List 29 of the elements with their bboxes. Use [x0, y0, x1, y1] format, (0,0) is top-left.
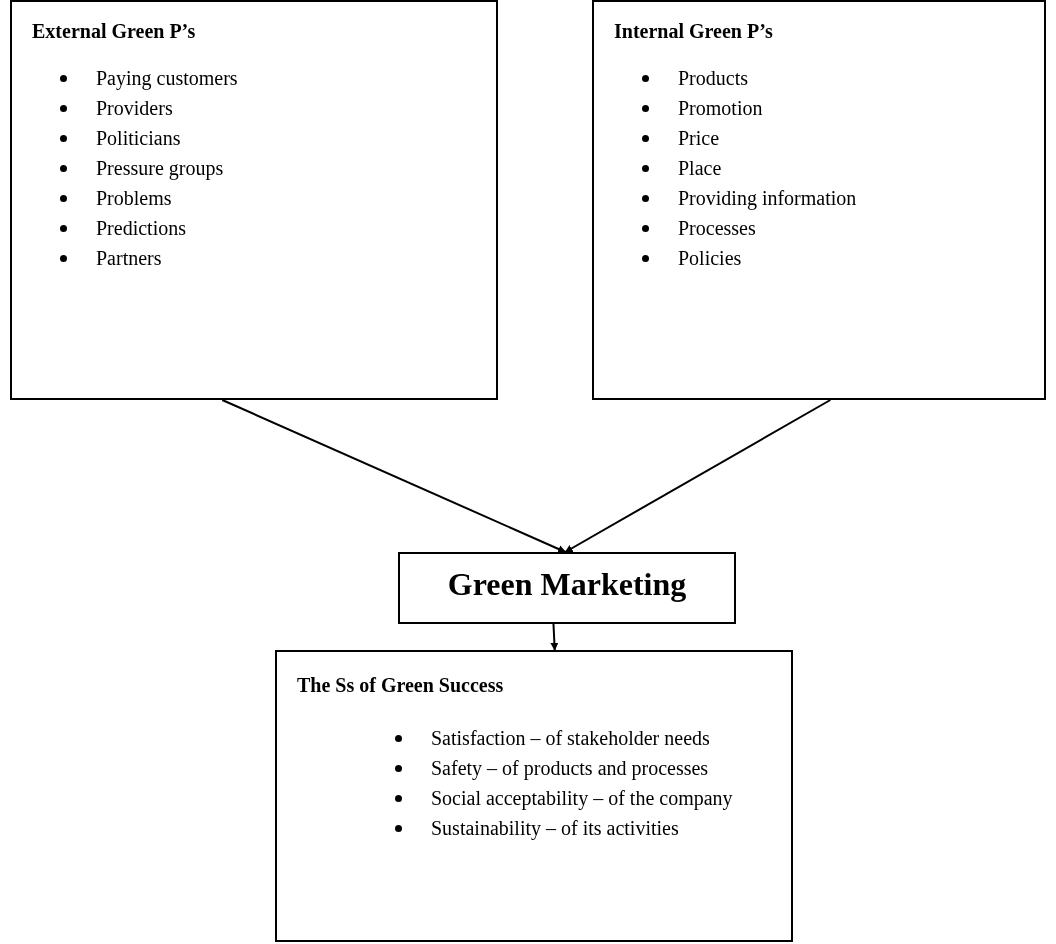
- bullet-item: Pressure groups: [96, 156, 224, 182]
- bullet-item: Providing information: [678, 186, 857, 212]
- bullet-item: Social acceptability – of the company: [431, 786, 733, 812]
- bullet-item: Policies: [678, 246, 742, 271]
- box-heading: Internal Green P’s: [614, 20, 774, 43]
- list-box: [592, 0, 1046, 400]
- bullet-item: Problems: [96, 186, 172, 211]
- process-box: [398, 552, 736, 624]
- bullet-item: Politicians: [96, 126, 181, 151]
- list-box: [10, 0, 498, 400]
- bullet-item: Price: [678, 126, 720, 151]
- bullet-item: Paying customers: [96, 66, 238, 92]
- bullet-item: Partners: [96, 246, 162, 271]
- box-heading: External Green P’s: [32, 20, 197, 43]
- bullet-item: Place: [678, 156, 722, 181]
- bullet-item: Safety – of products and processes: [431, 756, 709, 782]
- list-box: [275, 650, 793, 942]
- box-heading: The Ss of Green Success: [297, 674, 505, 697]
- bullet-item: Predictions: [96, 216, 186, 241]
- arrow: [564, 399, 832, 553]
- bullet-item: Satisfaction – of stakeholder needs: [431, 726, 710, 751]
- bullet-item: Sustainability – of its activities: [431, 816, 679, 842]
- arrow: [550, 623, 559, 651]
- bullet-item: Providers: [96, 96, 173, 121]
- box-heading: Green Marketing: [446, 566, 688, 603]
- bullet-item: Products: [678, 66, 748, 91]
- bullet-item: Promotion: [678, 96, 763, 121]
- bullet-item: Processes: [678, 216, 756, 241]
- arrow: [221, 399, 567, 553]
